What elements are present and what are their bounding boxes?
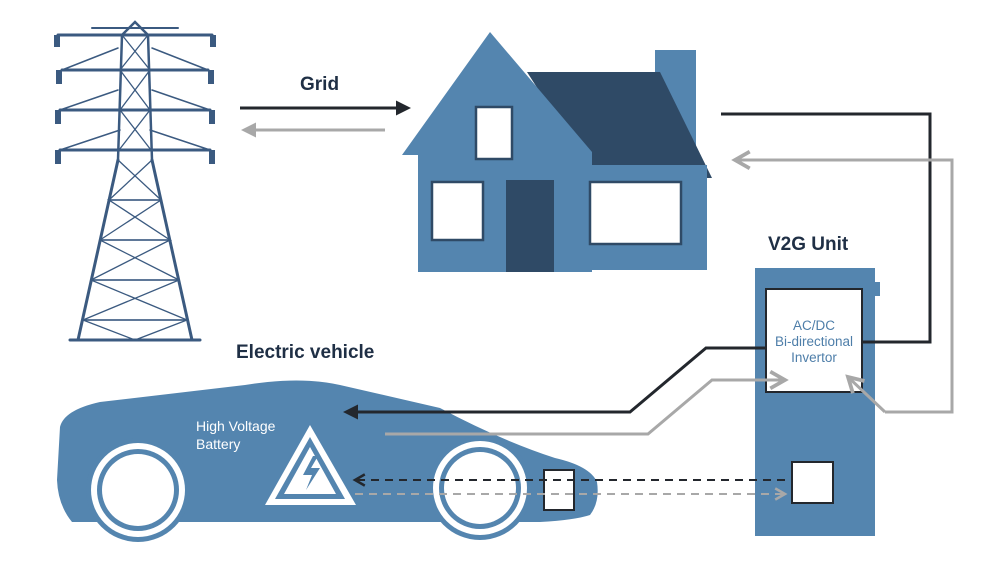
insulators <box>54 35 216 164</box>
grid-label: Grid <box>300 74 340 95</box>
house-to-inverter-feed <box>845 374 887 414</box>
electric-car-icon <box>57 380 598 542</box>
transmission-tower-icon <box>56 20 214 342</box>
high-voltage-warning-icon <box>265 425 356 505</box>
car-to-inverter-line <box>385 369 789 436</box>
inverter-label-line2: Bi-directional <box>774 334 854 349</box>
house-to-inverter-line <box>721 112 932 344</box>
house-icon <box>402 32 712 272</box>
inverter-label-line1: AC/DC <box>792 318 835 333</box>
battery-label-line2: Battery <box>196 436 241 452</box>
inverter-to-car-line <box>343 346 766 420</box>
battery-label-line1: High Voltage <box>196 418 276 434</box>
v2g-unit-label: V2G Unit <box>768 234 849 255</box>
v2g-charger-icon <box>755 268 880 536</box>
inverter-to-house-line <box>731 149 954 414</box>
inverter-label-line3: Invertor <box>791 350 837 365</box>
electric-vehicle-label: Electric vehicle <box>236 342 375 363</box>
